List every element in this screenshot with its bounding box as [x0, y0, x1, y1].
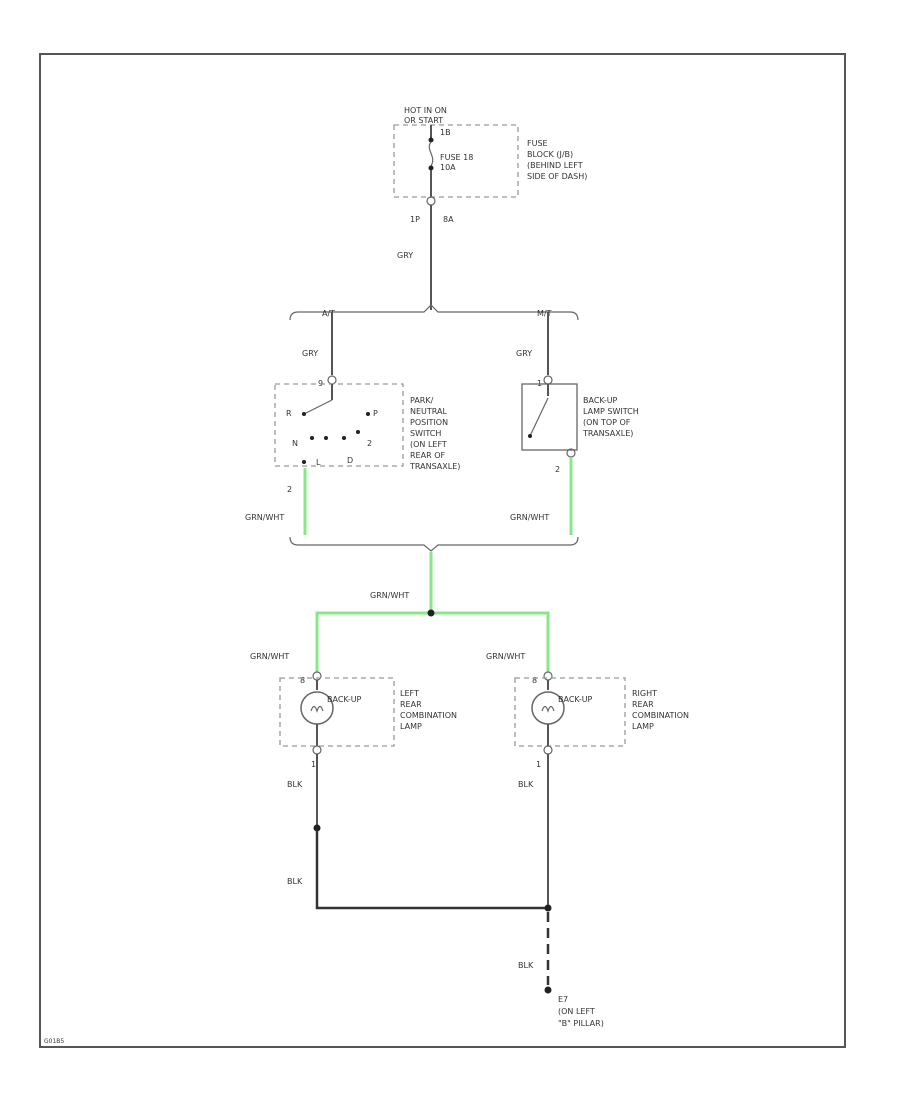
- pnp-pos-2: 2: [367, 439, 372, 448]
- left-lamp-label-4: LAMP: [400, 722, 422, 731]
- right-lamp-box: [514, 677, 626, 747]
- right-lamp-label-3: COMBINATION: [632, 711, 689, 720]
- pnp-pos-r: R: [286, 409, 292, 418]
- fuse-box-label-2: BLOCK (J/B): [527, 150, 573, 159]
- diagram-border: [39, 53, 846, 1048]
- fuse-box-label-4: SIDE OF DASH): [527, 172, 587, 181]
- left-lamp-pin-bottom: 1: [311, 760, 316, 769]
- wire-label-blk-right: BLK: [518, 780, 534, 789]
- wire-label-gry-right: GRY: [516, 349, 532, 358]
- left-lamp-label-2: REAR: [400, 700, 422, 709]
- supply-label: HOT IN ON: [404, 106, 447, 115]
- split-bracket-bottom: [289, 536, 579, 552]
- pnp-switch-blade: [303, 399, 333, 415]
- ground-label-2: (ON LEFT: [558, 1007, 595, 1016]
- right-lamp-label-1: RIGHT: [632, 689, 657, 698]
- backup-switch-blade: [529, 397, 549, 437]
- ground-label-3: "B" PILLAR): [558, 1019, 604, 1028]
- wire-label-grn-right: GRN/WHT: [510, 513, 549, 522]
- wire-label-grn-left: GRN/WHT: [245, 513, 284, 522]
- backup-switch-pin-bottom: 2: [555, 465, 560, 474]
- wire-label-grn-center: GRN/WHT: [370, 591, 409, 600]
- left-lamp-box: [279, 677, 395, 747]
- pnp-label-6: REAR OF: [410, 451, 445, 460]
- split-bracket-top: [289, 304, 579, 321]
- backup-switch-label-1: BACK-UP: [583, 396, 618, 405]
- backup-switch-label-2: LAMP SWITCH: [583, 407, 639, 416]
- pnp-pin-bottom: 2: [287, 485, 292, 494]
- supply-label-2: OR START: [404, 116, 443, 125]
- wire-label-grn-lamp-left: GRN/WHT: [250, 652, 289, 661]
- fuse-box-label-3: (BEHIND LEFT: [527, 161, 583, 170]
- wire-label-gry-left: GRY: [302, 349, 318, 358]
- figure-id: G01B5: [44, 1038, 64, 1045]
- fuse-block-box: [393, 124, 519, 198]
- pnp-switch-box: [274, 383, 404, 467]
- fuse-pin-top: 1B: [440, 128, 451, 137]
- wire-label-blk-left: BLK: [287, 780, 303, 789]
- pnp-pos-p: P: [373, 409, 378, 418]
- fuse-symbol: [428, 141, 434, 167]
- splice-dot-left: [313, 824, 321, 832]
- left-lamp-label-3: COMBINATION: [400, 711, 457, 720]
- backup-switch-label-4: TRANSAXLE): [582, 429, 633, 438]
- wire-label-gry-main: GRY: [397, 251, 413, 260]
- pnp-label-3: POSITION: [410, 418, 448, 427]
- wire-label-blk-bottom: BLK: [287, 877, 303, 886]
- right-lamp-label-4: LAMP: [632, 722, 654, 731]
- fuse-rating: 10A: [440, 163, 456, 172]
- pnp-pos-n: N: [292, 439, 298, 448]
- ground-label-1: E7: [558, 995, 568, 1004]
- ground-point: [544, 986, 552, 994]
- left-lamp-pin-top: 8: [300, 676, 305, 685]
- right-lamp-pin-top: 8: [532, 676, 537, 685]
- right-lamp-label-2: REAR: [632, 700, 654, 709]
- pnp-label-2: NEUTRAL: [410, 407, 447, 416]
- wire-grn-splice: [315, 611, 550, 672]
- pnp-label-5: (ON LEFT: [410, 440, 447, 449]
- left-lamp-bulb-label: BACK-UP: [327, 695, 362, 704]
- right-lamp-pin-bottom: 1: [536, 760, 541, 769]
- splice-dot-ground: [544, 904, 552, 912]
- fuse-box-label-1: FUSE: [527, 139, 548, 148]
- fuse-pin-bottom-left: 1P: [410, 215, 420, 224]
- pnp-label-4: SWITCH: [410, 429, 441, 438]
- fuse-label: FUSE 18: [440, 153, 473, 162]
- pnp-label-7: TRANSAXLE): [409, 462, 460, 471]
- pnp-label-1: PARK/: [410, 396, 434, 405]
- wire-label-blk-ground: BLK: [518, 961, 534, 970]
- right-lamp-bulb-label: BACK-UP: [558, 695, 593, 704]
- pnp-pos-d: D: [347, 456, 353, 465]
- wire-blk-left-lower: [315, 830, 548, 910]
- splice-dot-green: [427, 609, 435, 617]
- backup-switch-label-3: (ON TOP OF: [583, 418, 631, 427]
- backup-switch-box: [521, 383, 578, 451]
- branch-label-mt: M/T: [537, 309, 552, 318]
- branch-label-at: A/T: [322, 309, 335, 318]
- left-lamp-label-1: LEFT: [400, 689, 419, 698]
- wire-label-grn-lamp-right: GRN/WHT: [486, 652, 525, 661]
- fuse-pin-bottom-right: 8A: [443, 215, 454, 224]
- pnp-pos-l: L: [316, 458, 321, 467]
